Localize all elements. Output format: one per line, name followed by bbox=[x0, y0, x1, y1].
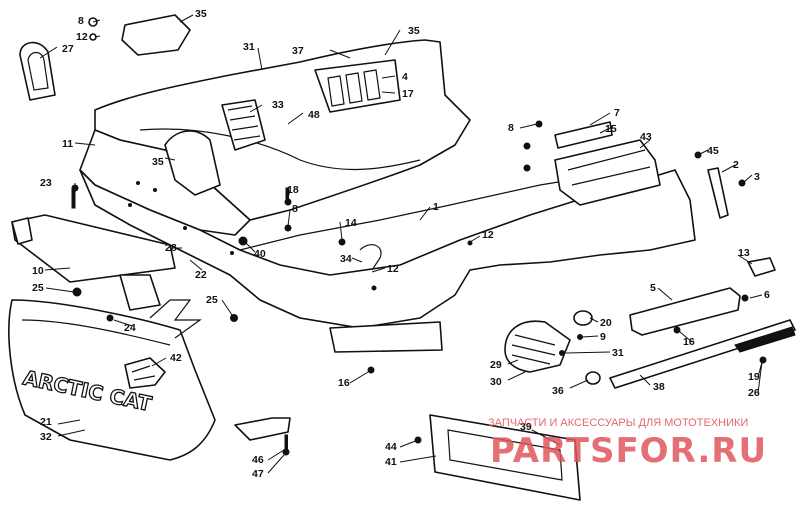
side-channel-inner bbox=[567, 149, 651, 186]
cross-member-end-cap bbox=[11, 217, 33, 245]
callout-9: 9 bbox=[600, 331, 606, 343]
callout-35: 35 bbox=[152, 156, 164, 168]
callout-43: 43 bbox=[640, 131, 652, 143]
callout-labels: 8 12 27 35 31 37 35 4 17 33 48 11 35 23 … bbox=[32, 8, 770, 480]
callout-32: 32 bbox=[40, 431, 52, 443]
side-channel-43 bbox=[554, 139, 661, 206]
callout-31: 31 bbox=[612, 347, 624, 359]
callout-27: 27 bbox=[62, 43, 74, 55]
belly-pan-front-lip bbox=[94, 204, 361, 329]
hood-hinge-34 bbox=[359, 244, 382, 271]
callout-42: 42 bbox=[170, 352, 182, 364]
bracket-27 bbox=[19, 41, 56, 101]
callout-47: 47 bbox=[252, 468, 264, 480]
headlight-pod bbox=[164, 130, 221, 196]
callout-25: 25 bbox=[206, 294, 218, 306]
callout-14: 14 bbox=[345, 217, 357, 229]
callout-12: 12 bbox=[387, 263, 399, 275]
callout-48: 48 bbox=[308, 109, 320, 121]
callout-24: 24 bbox=[124, 322, 136, 334]
clip-7-15 bbox=[554, 121, 613, 149]
callout-8: 8 bbox=[508, 122, 514, 134]
watermark-logo-text: PARTSFOR.RU bbox=[490, 431, 767, 471]
callout-8: 8 bbox=[292, 203, 298, 215]
vent-cover-plate bbox=[121, 14, 191, 56]
callout-6: 6 bbox=[764, 289, 770, 301]
callout-28: 28 bbox=[165, 242, 177, 254]
front-cross-member bbox=[11, 214, 176, 283]
cat-emblem bbox=[124, 357, 166, 389]
bracket-24-zigzag bbox=[149, 299, 202, 339]
side-skirt-16 bbox=[329, 321, 443, 353]
watermark-caption: ЗАПЧАСТИ И АКСЕССУАРЫ ДЛЯ МОТОТЕХНИКИ bbox=[488, 417, 748, 429]
cross-member-end-bracket bbox=[119, 274, 161, 311]
callout-21: 21 bbox=[40, 416, 52, 428]
callout-31: 31 bbox=[243, 41, 255, 53]
trim-strip-5 bbox=[629, 287, 741, 336]
callout-45: 45 bbox=[707, 145, 719, 157]
bellows-29-30 bbox=[504, 320, 571, 373]
callout-7: 7 bbox=[614, 107, 620, 119]
callout-20: 20 bbox=[600, 317, 612, 329]
callout-11: 11 bbox=[62, 138, 73, 150]
callout-35: 35 bbox=[195, 8, 207, 20]
hood-vent-right bbox=[314, 59, 401, 113]
callout-13: 13 bbox=[738, 247, 750, 259]
callout-26: 26 bbox=[748, 387, 760, 399]
support-arm-2 bbox=[707, 167, 729, 219]
callout-40: 40 bbox=[254, 248, 266, 260]
hood-vent-center bbox=[221, 99, 266, 151]
callout-16: 16 bbox=[338, 377, 350, 389]
watermark: ЗАПЧАСТИ И АКСЕССУАРЫ ДЛЯ МОТОТЕХНИКИ PA… bbox=[488, 417, 767, 471]
belly-pan-crease bbox=[239, 171, 621, 251]
callout-15: 15 bbox=[605, 123, 617, 135]
leader-lines bbox=[39, 14, 763, 474]
callout-33: 33 bbox=[272, 99, 284, 111]
fasteners bbox=[71, 120, 767, 456]
callout-22: 22 bbox=[195, 269, 207, 281]
callout-1: 1 bbox=[433, 201, 439, 213]
callout-39: 39 bbox=[520, 421, 532, 433]
nose-cone-inner-line bbox=[21, 319, 171, 346]
callout-25: 25 bbox=[32, 282, 44, 294]
callout-35: 35 bbox=[408, 25, 420, 37]
callout-37: 37 bbox=[292, 45, 304, 57]
callout-12: 12 bbox=[482, 229, 494, 241]
callout-19: 19 bbox=[748, 371, 760, 383]
clamp-36 bbox=[585, 371, 601, 385]
grommet-20 bbox=[573, 310, 593, 326]
callout-12: 12 bbox=[76, 31, 88, 43]
callout-10: 10 bbox=[32, 265, 44, 277]
callout-3: 3 bbox=[754, 171, 760, 183]
callout-16: 16 bbox=[683, 336, 695, 348]
body-rivets bbox=[128, 181, 473, 291]
callout-18: 18 bbox=[287, 184, 299, 196]
callout-41: 41 bbox=[385, 456, 397, 468]
callout-38: 38 bbox=[653, 381, 665, 393]
trim-strip-38 bbox=[609, 319, 796, 389]
callout-44: 44 bbox=[385, 441, 397, 453]
callout-5: 5 bbox=[650, 282, 656, 294]
callout-17: 17 bbox=[402, 88, 414, 100]
callout-23: 23 bbox=[40, 177, 52, 189]
callout-46: 46 bbox=[252, 454, 264, 466]
bracket-46-47 bbox=[234, 417, 291, 441]
plate-39 bbox=[429, 414, 581, 501]
callout-2: 2 bbox=[733, 159, 739, 171]
callout-8: 8 bbox=[78, 15, 84, 27]
callout-4: 4 bbox=[402, 71, 408, 83]
hood-latch-13 bbox=[747, 257, 776, 277]
callout-36: 36 bbox=[552, 385, 564, 397]
callout-30: 30 bbox=[490, 376, 502, 388]
callout-29: 29 bbox=[490, 359, 502, 371]
nose-cone bbox=[8, 299, 216, 461]
callout-34: 34 bbox=[340, 253, 352, 265]
